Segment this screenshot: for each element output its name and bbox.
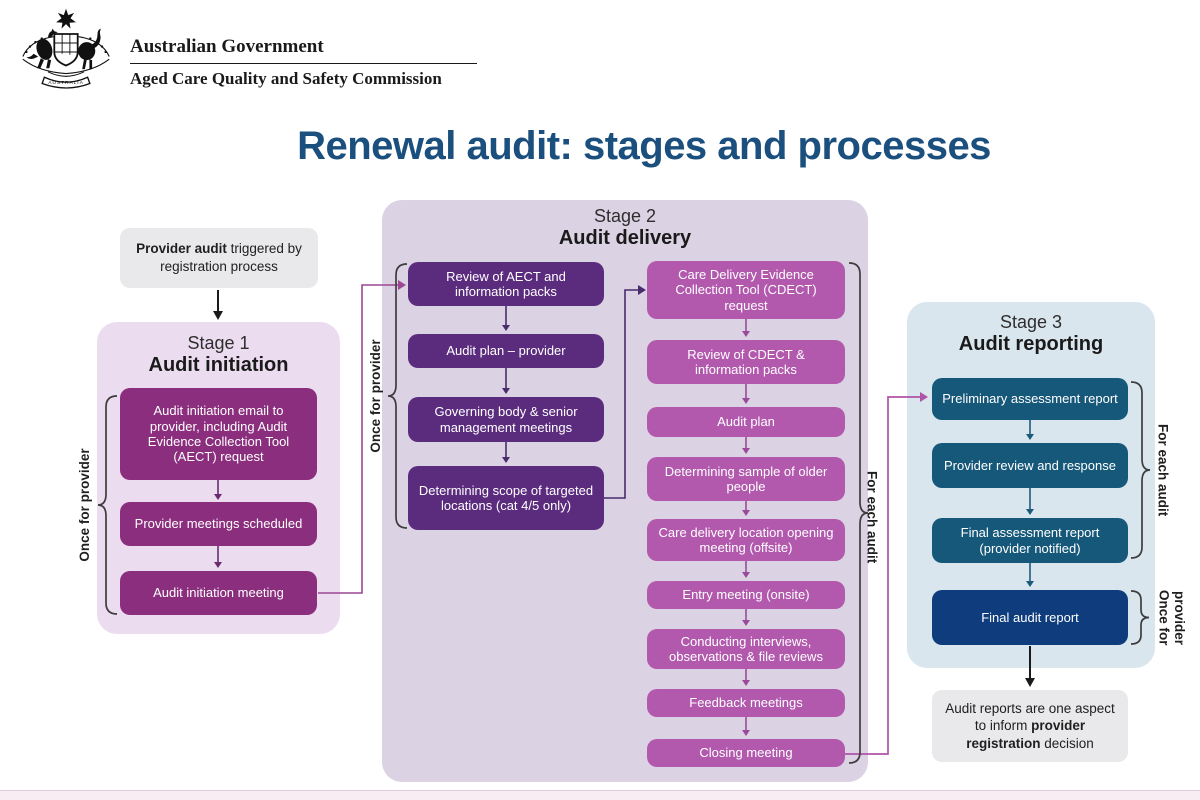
crest-banner-text: AUSTRALIA: [48, 80, 84, 86]
outcome-note-pre: Audit reports are one aspect to inform: [945, 700, 1115, 734]
step-box: Final assessment report (provider notifi…: [932, 518, 1128, 563]
outcome-note: Audit reports are one aspect to inform p…: [932, 690, 1128, 762]
step-box: Entry meeting (onsite): [647, 581, 845, 609]
government-title: Australian Government: [130, 36, 324, 57]
step-box: Review of AECT and information packs: [408, 262, 604, 306]
trigger-note-bold: Provider audit: [136, 241, 227, 257]
step-box: Care delivery location opening meeting (…: [647, 519, 845, 561]
footer-strip: [0, 790, 1200, 800]
stage2-right-side-label: For each audit: [864, 470, 880, 564]
stage2-header: Stage 2 Audit delivery: [382, 206, 868, 250]
agency-title: Aged Care Quality and Safety Commission: [130, 69, 442, 88]
page-title: Renewal audit: stages and processes: [297, 124, 991, 168]
stage3-side-label-bottom: Once for provider: [1156, 590, 1188, 646]
step-box: Conducting interviews, observations & fi…: [647, 629, 845, 669]
step-box: Determining scope of targeted locations …: [408, 466, 604, 530]
step-box: Audit plan – provider: [408, 334, 604, 368]
step-box: Governing body & senior management meeti…: [408, 397, 604, 442]
scope-to-cdect-connector: [603, 285, 646, 499]
outcome-note-bold: provider registration: [966, 718, 1086, 751]
step-box: Feedback meetings: [647, 689, 845, 717]
stage1-side-label: Once for provider: [77, 448, 92, 562]
step-box: Closing meeting: [647, 739, 845, 767]
stage3-header: Stage 3 Audit reporting: [907, 312, 1155, 356]
brace: [97, 262, 1151, 764]
stage2-name: Audit delivery: [558, 226, 692, 249]
government-header: AUSTRALIA Australian Government Aged Car…: [0, 0, 520, 110]
step-box: Review of CDECT & information packs: [647, 340, 845, 384]
stage1-name: Audit initiation: [148, 353, 289, 376]
step-box: Final audit report: [932, 590, 1128, 645]
step-box: Care Delivery Evidence Collection Tool (…: [647, 261, 845, 319]
step-box: Provider meetings scheduled: [120, 502, 317, 546]
step-box: Determining sample of older people: [647, 457, 845, 501]
trigger-note: Provider audit triggered by registration…: [120, 228, 318, 288]
coat-of-arms-icon: AUSTRALIA: [22, 8, 110, 89]
outcome-note-post: decision: [1040, 735, 1094, 751]
step-box: Audit initiation meeting: [120, 571, 317, 615]
header-divider: [130, 63, 477, 64]
step-box: Provider review and response: [932, 443, 1128, 488]
stage1-to-stage2-connector: [318, 280, 406, 594]
step-box: Audit initiation email to provider, incl…: [120, 388, 317, 480]
stage2-label: Stage 2: [593, 206, 657, 226]
stage3-side-label-top: For each audit: [1155, 423, 1171, 517]
closing-to-stage3-connector: [845, 392, 928, 755]
stage1-label: Stage 1: [187, 333, 250, 353]
trigger-note-rest: triggered by registration process: [160, 241, 302, 274]
step-box: Preliminary assessment report: [932, 378, 1128, 420]
stage3-name: Audit reporting: [958, 332, 1104, 355]
step-box: Audit plan: [647, 407, 845, 437]
stage1-header: Stage 1 Audit initiation: [97, 333, 340, 377]
stage3-label: Stage 3: [999, 312, 1063, 332]
stage2-left-side-label: Once for provider: [368, 339, 383, 453]
